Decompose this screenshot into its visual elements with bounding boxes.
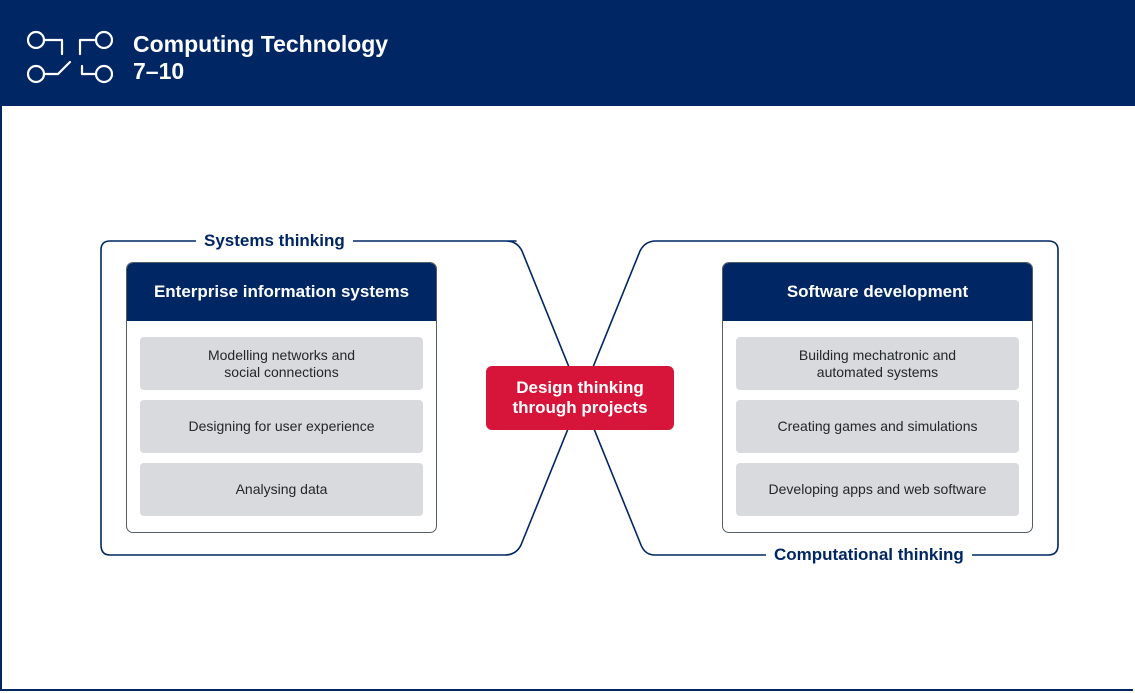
software-development-card: Software development Building mechatroni… xyxy=(722,262,1033,533)
enterprise-information-systems-card: Enterprise information systems Modelling… xyxy=(126,262,437,533)
item-text: Building mechatronic and xyxy=(798,346,957,363)
computational-thinking-label: Computational thinking xyxy=(766,545,972,565)
badge-line-2: through projects xyxy=(512,398,648,417)
item-text: Analysing data xyxy=(235,481,328,497)
item-text: Designing for user experience xyxy=(188,418,375,434)
design-thinking-badge: Design thinking through projects xyxy=(486,366,674,430)
title-line-2: 7–10 xyxy=(133,58,185,84)
item-text: automated systems xyxy=(816,363,939,380)
card-item-list: Building mechatronic and automated syste… xyxy=(723,321,1032,516)
page-title: Computing Technology 7–10 xyxy=(133,31,388,85)
card-title: Enterprise information systems xyxy=(127,263,436,321)
title-line-1: Computing Technology xyxy=(133,31,389,57)
card-item-list: Modelling networks and social connection… xyxy=(127,321,436,516)
list-item: Designing for user experience xyxy=(140,400,423,453)
list-item: Building mechatronic and automated syste… xyxy=(736,337,1019,390)
page-header: Computing Technology 7–10 xyxy=(0,0,1135,106)
card-title: Software development xyxy=(723,263,1032,321)
badge-line-1: Design thinking xyxy=(516,378,644,397)
item-text: social connections xyxy=(224,363,339,380)
systems-thinking-label: Systems thinking xyxy=(196,231,353,251)
circuit-nodes-icon xyxy=(26,30,114,84)
list-item: Analysing data xyxy=(140,463,423,516)
list-item: Modelling networks and social connection… xyxy=(140,337,423,390)
list-item: Creating games and simulations xyxy=(736,400,1019,453)
item-text: Creating games and simulations xyxy=(777,418,978,434)
list-item: Developing apps and web software xyxy=(736,463,1019,516)
item-text: Developing apps and web software xyxy=(768,481,987,497)
item-text: Modelling networks and xyxy=(207,346,356,363)
systems-thinking-outline xyxy=(100,240,1059,556)
